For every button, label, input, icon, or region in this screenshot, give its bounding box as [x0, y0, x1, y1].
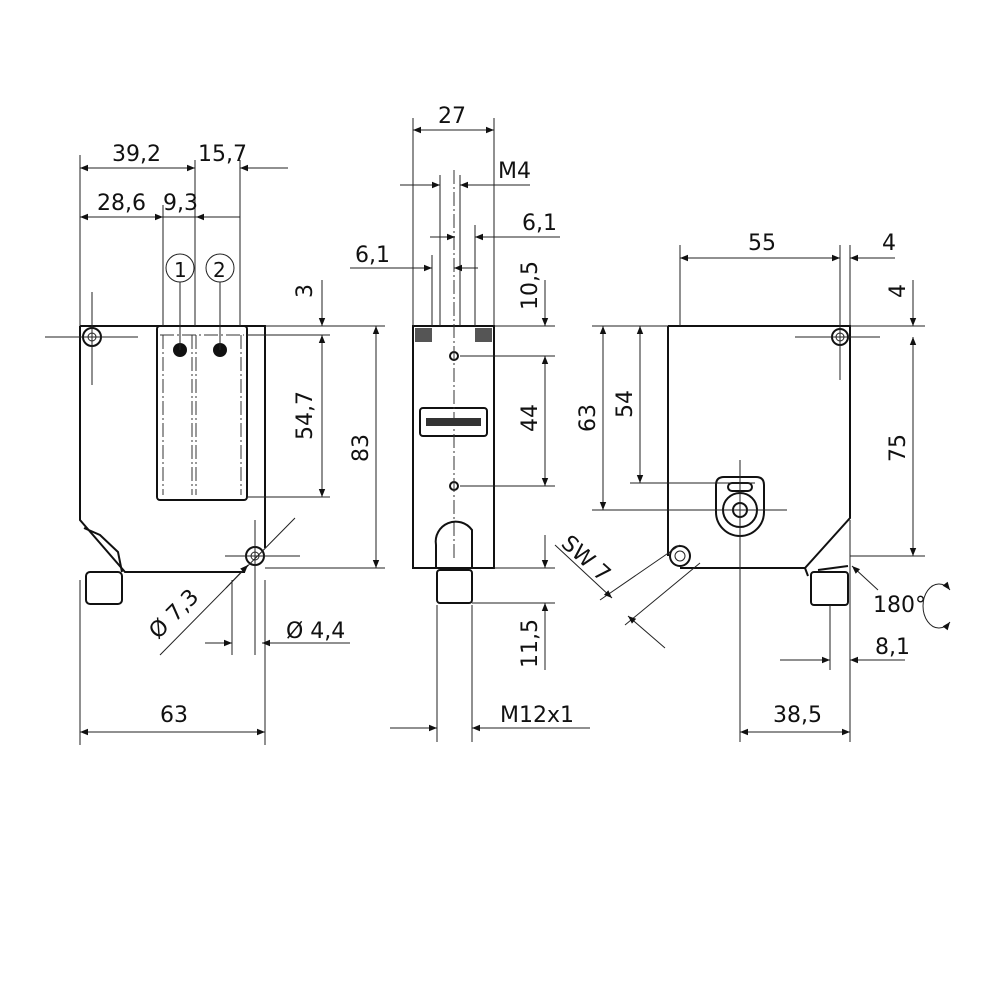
dim-phi-7-3: Ø 7,3 [145, 585, 205, 645]
dim-9-3: 9,3 [163, 191, 198, 216]
dim-15-7: 15,7 [198, 142, 247, 167]
dim-m12x1: M12x1 [500, 703, 574, 728]
dim-54: 54 [613, 390, 638, 418]
dim-m4: M4 [498, 159, 531, 184]
dim-27: 27 [438, 104, 466, 129]
adjustment-knob [715, 476, 765, 537]
dim-3: 3 [293, 284, 318, 298]
dim-8-1: 8,1 [875, 635, 910, 660]
dim-63-right: 63 [576, 404, 601, 432]
right-view: 55 4 4 75 63 54 SW 7 180° 8,1 38,5 [554, 231, 951, 742]
dim-4-vertical: 4 [886, 284, 911, 298]
dim-10-5: 10,5 [518, 261, 543, 310]
left-view: 1 2 39,2 15,7 28,6 9,3 3 54,7 83 Ø 7,3 Ø… [45, 142, 385, 745]
dim-sw-7: SW 7 [556, 531, 615, 588]
middle-view: 27 M4 6,1 6,1 10,5 44 11,5 M12x1 [350, 104, 590, 742]
m12-connector [85, 571, 123, 605]
left-body-outline [79, 325, 266, 573]
optics-window [156, 325, 248, 501]
mount-slot [475, 328, 492, 342]
dim-6-1-right: 6,1 [522, 211, 557, 236]
mount-slot [415, 328, 432, 342]
rotate-arrow-icon [922, 581, 951, 631]
rotation-180: 180° [873, 593, 926, 618]
right-body-outline [667, 325, 851, 569]
dim-28-6: 28,6 [97, 191, 146, 216]
marker-1-label: 1 [174, 258, 187, 282]
dim-4-horizontal: 4 [882, 231, 896, 256]
angled-connector [434, 520, 473, 568]
connector-housing [83, 527, 123, 573]
dim-44: 44 [518, 404, 543, 432]
dim-75: 75 [886, 434, 911, 462]
m12-connector [436, 569, 473, 604]
dim-11-5: 11,5 [518, 619, 543, 668]
marker-2-label: 2 [213, 258, 226, 282]
dim-63: 63 [160, 703, 188, 728]
dim-55: 55 [748, 231, 776, 256]
dim-83: 83 [349, 434, 374, 462]
dim-phi-4-4: Ø 4,4 [286, 619, 345, 644]
dim-38-5: 38,5 [773, 703, 822, 728]
m12-connector [810, 571, 849, 606]
dim-39-2: 39,2 [112, 142, 161, 167]
mounting-hole [669, 545, 691, 567]
dim-6-1-left: 6,1 [355, 243, 390, 268]
dim-54-7: 54,7 [293, 391, 318, 440]
